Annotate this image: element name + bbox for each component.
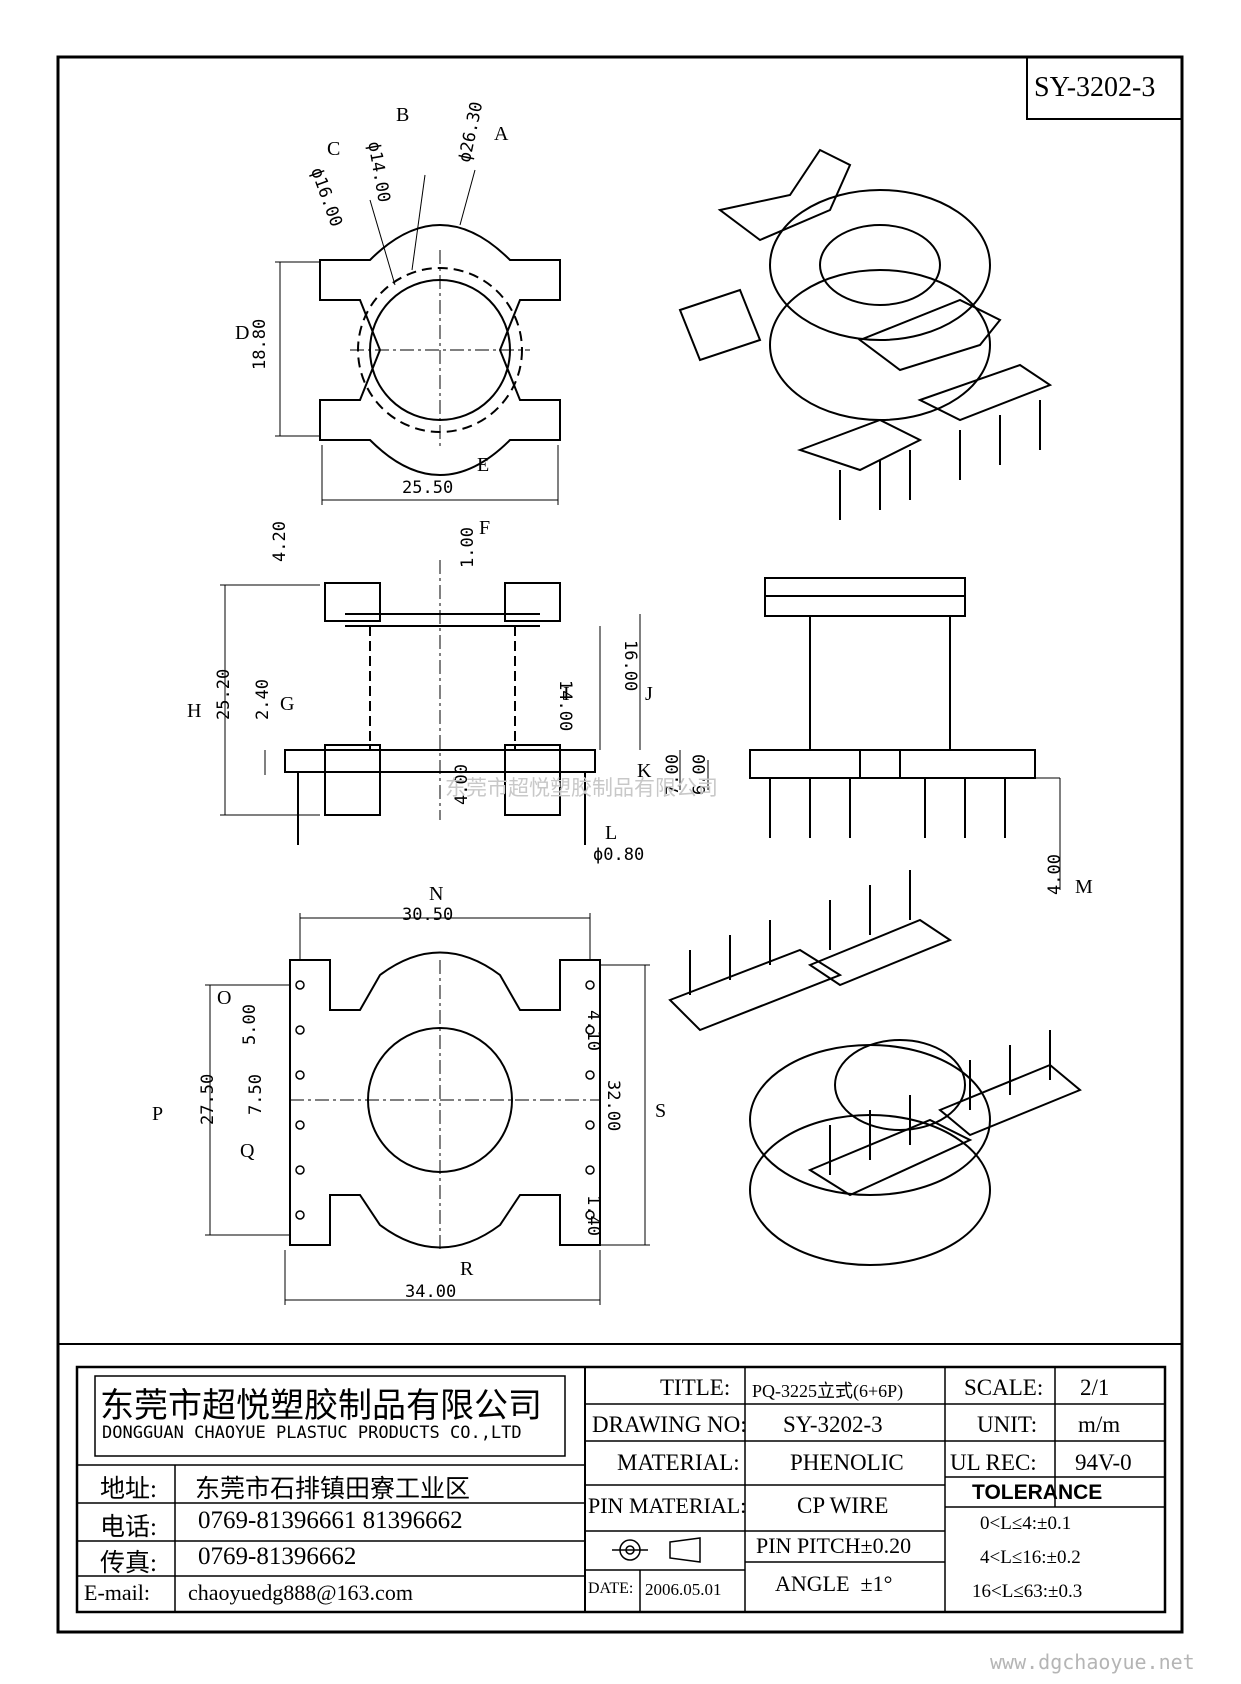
address-label: 地址: (100, 1476, 157, 1503)
ul-value: 94V-0 (1075, 1450, 1132, 1475)
unit-value: m/m (1078, 1412, 1121, 1437)
dim-g: 2.40 (253, 679, 273, 720)
callout-k: K (637, 760, 652, 782)
dim-o: 5.00 (240, 1004, 260, 1045)
callout-h: H (187, 700, 202, 722)
callout-r: R (460, 1258, 474, 1280)
scale-value: 2/1 (1080, 1375, 1110, 1400)
tolerance-1: 0<L≤4:±0.1 (980, 1513, 1072, 1534)
top-view (275, 169, 561, 505)
dim-f: 1.00 (458, 527, 478, 568)
material-label: MATERIAL: (617, 1450, 740, 1475)
tolerance-3: 16<L≤63:±0.3 (972, 1581, 1083, 1602)
dim-f-top: 4.20 (270, 521, 290, 562)
callout-l: L (605, 822, 618, 844)
side-view (749, 577, 1061, 890)
callout-q: Q (240, 1140, 255, 1162)
address: 东莞市石排镇田寮工业区 (195, 1476, 471, 1503)
email-label: E-mail: (84, 1580, 150, 1605)
email: chaoyuedg888@163.com (188, 1580, 413, 1605)
sheet-border (56, 55, 1184, 1634)
title-label: TITLE: (660, 1375, 731, 1400)
pin-pitch: PIN PITCH±0.20 (756, 1533, 912, 1558)
material-value: PHENOLIC (790, 1450, 904, 1475)
pin-material-value: CP WIRE (797, 1493, 889, 1518)
callout-c: C (327, 138, 341, 160)
title-value: PQ-3225立式(6+6P) (752, 1381, 904, 1401)
dim-q: 7.50 (246, 1074, 266, 1115)
angle: ANGLE ±1° (775, 1571, 893, 1596)
dim-p: 27.50 (198, 1073, 218, 1125)
dim-i: 14.00 (555, 680, 575, 732)
dim-s1: 4.10 (583, 1010, 603, 1051)
company-name-en: DONGGUAN CHAOYUE PLASTUC PRODUCTS CO.,LT… (102, 1423, 522, 1443)
watermark: 东莞市超悦塑胶制品有限公司 (445, 777, 718, 800)
drawing-no-value: SY-3202-3 (783, 1412, 883, 1437)
drawing-no-label: DRAWING NO: (592, 1412, 747, 1437)
callout-g: G (280, 693, 295, 715)
date-label: DATE: (588, 1580, 634, 1597)
bottom-view (205, 913, 650, 1305)
callout-s: S (655, 1100, 667, 1122)
fax-label: 传真: (100, 1550, 157, 1577)
part-number: SY-3202-3 (1034, 72, 1156, 103)
callout-f: F (479, 517, 491, 539)
dim-e: 25.50 (402, 478, 454, 498)
dim-r: 34.00 (405, 1282, 457, 1302)
callout-e: E (477, 454, 490, 476)
callout-a: A (494, 123, 509, 145)
title-block-grid (75, 1365, 1167, 1614)
company-name-cn: 东莞市超悦塑胶制品有限公司 (100, 1388, 542, 1425)
ul-label: UL REC: (950, 1450, 1037, 1475)
tolerance-2: 4<L≤16:±0.2 (980, 1547, 1081, 1568)
dim-s2: 1.40 (583, 1195, 603, 1236)
fax: 0769-81396662 (198, 1543, 357, 1570)
dim-s: 32.00 (603, 1080, 623, 1132)
tolerance-label: TOLERANCE (972, 1481, 1103, 1504)
footer-url: www.dgchaoyue.net (990, 1650, 1195, 1674)
front-view (220, 560, 709, 845)
dim-n: 30.50 (402, 905, 454, 925)
callout-i: I (563, 683, 570, 705)
callout-j: J (645, 683, 653, 705)
callout-o: O (217, 987, 232, 1009)
iso-view-top (678, 148, 1053, 520)
callout-b: B (396, 104, 410, 126)
phone: 0769-81396661 81396662 (198, 1507, 463, 1534)
phone-label: 电话: (100, 1514, 157, 1541)
pin-material-label: PIN MATERIAL: (588, 1493, 747, 1518)
dim-h: 25.20 (214, 668, 234, 720)
projection-symbol (612, 1537, 701, 1563)
scale-label: SCALE: (964, 1375, 1044, 1400)
dim-d: 18.80 (250, 318, 270, 370)
dim-m: 4.00 (1045, 854, 1065, 895)
callout-p: P (152, 1103, 164, 1125)
part-number-box (1026, 56, 1183, 120)
dim-l-dia: ϕ0.80 (593, 845, 645, 865)
iso-view-bottom (668, 870, 1082, 1266)
unit-label: UNIT: (977, 1412, 1038, 1437)
callout-n: N (429, 883, 444, 905)
date-value: 2006.05.01 (645, 1580, 722, 1599)
callout-m: M (1075, 876, 1093, 898)
dim-j: 16.00 (620, 640, 640, 692)
callout-d: D (235, 322, 250, 344)
